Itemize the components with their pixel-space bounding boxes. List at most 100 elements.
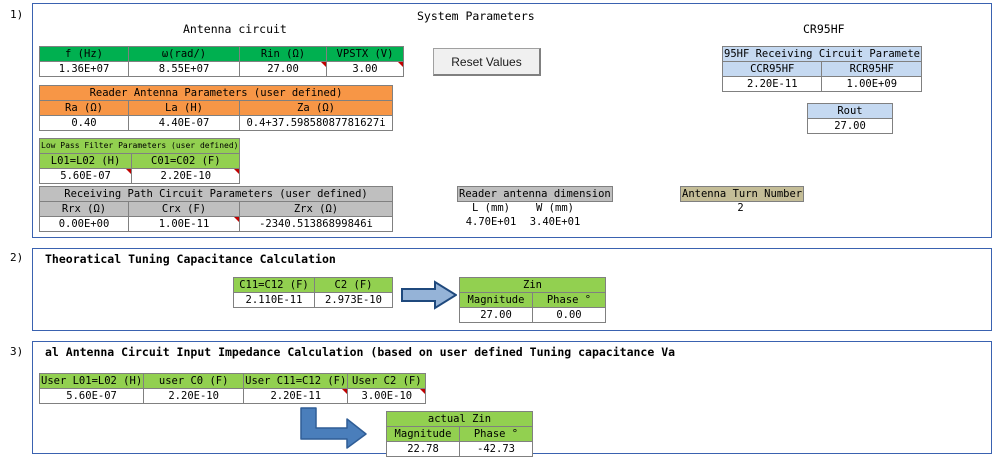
table-cr95hf-receiving-circuit[interactable]: 95HF Receiving Circuit Paramete CCR95HF … <box>721 46 922 92</box>
table-row-header: C11=C12 (F) C2 (F) <box>233 277 393 293</box>
header-zin-magnitude: Magnitude <box>459 292 533 308</box>
section3-title: al Antenna Circuit Input Impedance Calcu… <box>45 345 676 359</box>
header-c11-c12: C11=C12 (F) <box>233 277 315 293</box>
header-user-c11-c12: User C11=C12 (F) <box>243 373 349 389</box>
header-vpstx: VPSTX (V) <box>326 46 404 62</box>
value-c2[interactable]: 2.973E-10 <box>314 292 393 308</box>
table-row-group-header: Reader Antenna Parameters (user defined) <box>39 85 393 101</box>
value-omega[interactable]: 8.55E+07 <box>128 61 240 77</box>
header-crx: Crx (F) <box>128 201 240 217</box>
cr95hf-title: CR95HF <box>803 22 845 36</box>
table-row: 0.00E+00 1.00E-11 -2340.51386899846i <box>39 216 393 232</box>
table-row-group-header: 95HF Receiving Circuit Paramete <box>722 46 922 62</box>
value-user-c11-c12[interactable]: 2.20E-11 <box>243 388 349 404</box>
value-la[interactable]: 4.40E-07 <box>128 115 240 131</box>
table-row: 5.60E-07 2.20E-10 2.20E-11 3.00E-10 <box>38 388 427 404</box>
system-parameters-title: System Parameters <box>417 9 535 23</box>
table-row-header: Rrx (Ω) Crx (F) Zrx (Ω) <box>39 201 393 217</box>
table-row-group-header: Low Pass Filter Parameters (user defined… <box>38 138 241 154</box>
table-receiving-path-parameters[interactable]: Receiving Path Circuit Parameters (user … <box>39 186 393 232</box>
value-za[interactable]: 0.4+37.59858087781627i <box>239 115 393 131</box>
table-row: 27.00 <box>807 118 893 134</box>
header-c2: C2 (F) <box>314 277 393 293</box>
value-zin-phase[interactable]: 0.00 <box>532 307 606 323</box>
table-row: 0.40 4.40E-07 0.4+37.59858087781627i <box>39 115 393 131</box>
table-row: 5.60E-07 2.20E-10 <box>38 168 241 184</box>
table-theoretical-capacitance[interactable]: C11=C12 (F) C2 (F) 2.110E-11 2.973E-10 <box>233 277 393 308</box>
value-f-hz[interactable]: 1.36E+07 <box>39 61 129 77</box>
header-rrx: Rrx (Ω) <box>39 201 129 217</box>
value-rout[interactable]: 27.00 <box>807 118 893 134</box>
value-rcr95hf[interactable]: 1.00E+09 <box>821 76 922 92</box>
header-user-c2: User C2 (F) <box>347 373 427 389</box>
reset-values-button[interactable]: Reset Values <box>433 48 541 76</box>
step-number-1: 1) <box>10 8 24 21</box>
group-header-zin: Zin <box>459 277 606 293</box>
table-row: 22.78 -42.73 <box>386 441 533 457</box>
antenna-circuit-title: Antenna circuit <box>183 22 287 36</box>
value-rrx[interactable]: 0.00E+00 <box>39 216 129 232</box>
table-reader-antenna-dimension[interactable]: Reader antenna dimension <box>457 186 613 202</box>
value-c11-c12[interactable]: 2.110E-11 <box>233 292 315 308</box>
section2-title: Theoratical Tuning Capacitance Calculati… <box>45 252 336 266</box>
table-row-header: User L01=L02 (H) user C0 (F) User C11=C1… <box>38 373 427 389</box>
table-frequency-parameters[interactable]: f (Hz) ω(rad/) Rin (Ω) VPSTX (V) 1.36E+0… <box>39 46 404 77</box>
value-crx[interactable]: 1.00E-11 <box>128 216 240 232</box>
table-low-pass-filter[interactable]: Low Pass Filter Parameters (user defined… <box>38 138 241 184</box>
value-user-c0[interactable]: 2.20E-10 <box>143 388 245 404</box>
group-header-cr95hf-receiving: 95HF Receiving Circuit Paramete <box>722 46 922 62</box>
header-zin-phase: Phase ° <box>532 292 606 308</box>
header-rout: Rout <box>807 103 893 119</box>
table-reader-antenna-parameters[interactable]: Reader Antenna Parameters (user defined)… <box>39 85 393 131</box>
value-l01-l02[interactable]: 5.60E-07 <box>38 168 133 184</box>
step-number-2: 2) <box>10 251 24 264</box>
table-row-header: Antenna Turn Number <box>679 186 805 202</box>
header-user-c0: user C0 (F) <box>143 373 245 389</box>
table-zin[interactable]: Zin Magnitude Phase ° 27.00 0.00 <box>459 277 606 323</box>
table-row-header: Rout <box>807 103 893 119</box>
group-header-reader-antenna: Reader Antenna Parameters (user defined) <box>39 85 393 101</box>
table-row-header: L01=L02 (H) C01=C02 (F) <box>38 153 241 169</box>
right-arrow-icon <box>401 280 457 310</box>
value-ccr95hf[interactable]: 2.20E-11 <box>721 76 823 92</box>
header-antenna-length: L (mm) <box>472 202 510 214</box>
header-user-l01-l02: User L01=L02 (H) <box>38 373 145 389</box>
header-za: Za (Ω) <box>239 100 393 116</box>
table-row: 2.20E-11 1.00E+09 <box>721 76 922 92</box>
value-ra[interactable]: 0.40 <box>39 115 129 131</box>
value-zin-magnitude[interactable]: 27.00 <box>459 307 533 323</box>
header-f-hz: f (Hz) <box>39 46 129 62</box>
header-actual-zin-phase: Phase ° <box>459 426 533 442</box>
group-header-receiving-path: Receiving Path Circuit Parameters (user … <box>39 186 393 202</box>
value-zrx[interactable]: -2340.51386899846i <box>239 216 393 232</box>
group-header-low-pass-filter: Low Pass Filter Parameters (user defined… <box>38 138 241 154</box>
value-actual-zin-magnitude[interactable]: 22.78 <box>386 441 460 457</box>
header-rcr95hf: RCR95HF <box>821 61 922 77</box>
value-antenna-width[interactable]: 3.40E+01 <box>529 216 581 228</box>
table-row-group-header: Receiving Path Circuit Parameters (user … <box>39 186 393 202</box>
table-row: 2.110E-11 2.973E-10 <box>233 292 393 308</box>
value-c01-c02[interactable]: 2.20E-10 <box>131 168 241 184</box>
value-user-c2[interactable]: 3.00E-10 <box>347 388 427 404</box>
table-antenna-turn-number[interactable]: Antenna Turn Number <box>679 186 805 202</box>
table-actual-zin[interactable]: actual Zin Magnitude Phase ° 22.78 -42.7… <box>386 411 533 457</box>
value-antenna-length[interactable]: 4.70E+01 <box>465 216 517 228</box>
group-header-antenna-dimension: Reader antenna dimension <box>457 186 613 202</box>
table-rout[interactable]: Rout 27.00 <box>807 103 893 134</box>
table-row-header: Magnitude Phase ° <box>459 292 606 308</box>
header-ra: Ra (Ω) <box>39 100 129 116</box>
value-vpstx[interactable]: 3.00 <box>326 61 404 77</box>
header-rin: Rin (Ω) <box>239 46 327 62</box>
table-row-group-header: Zin <box>459 277 606 293</box>
table-row-header: Ra (Ω) La (H) Za (Ω) <box>39 100 393 116</box>
value-user-l01-l02[interactable]: 5.60E-07 <box>38 388 145 404</box>
table-row-header: f (Hz) ω(rad/) Rin (Ω) VPSTX (V) <box>39 46 404 62</box>
value-antenna-turn-number[interactable]: 2 <box>737 202 744 214</box>
value-rin[interactable]: 27.00 <box>239 61 327 77</box>
table-row-group-header: Reader antenna dimension <box>457 186 613 202</box>
header-antenna-width: W (mm) <box>536 202 574 214</box>
table-user-defined-parameters[interactable]: User L01=L02 (H) user C0 (F) User C11=C1… <box>38 373 427 404</box>
table-row: 1.36E+07 8.55E+07 27.00 3.00 <box>39 61 404 77</box>
value-actual-zin-phase[interactable]: -42.73 <box>459 441 533 457</box>
